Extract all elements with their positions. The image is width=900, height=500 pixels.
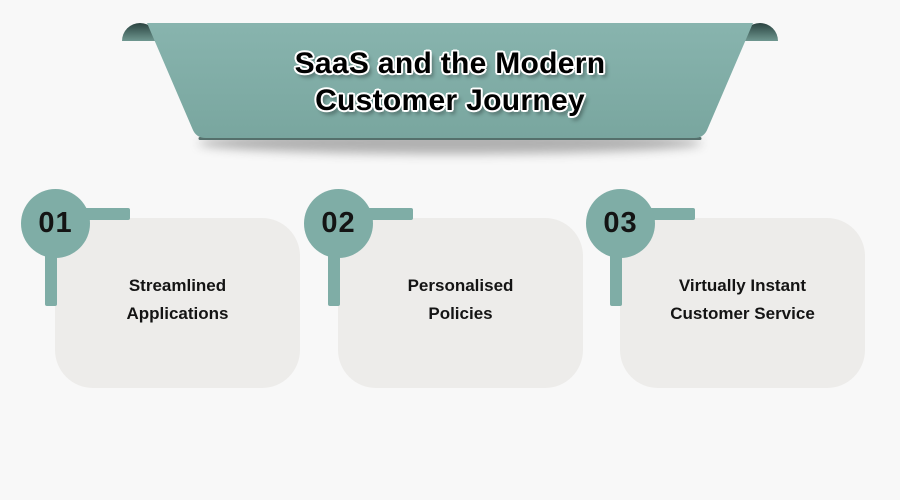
page-title-line1: SaaS and the Modern	[294, 47, 606, 80]
card-label-line1: Personalised	[407, 276, 514, 295]
connector-vertical	[45, 223, 57, 306]
page-title-line2: Customer Journey	[315, 84, 585, 117]
card-label-line2: Applications	[126, 304, 229, 323]
page-title: SaaS and the Modern Customer Journey	[150, 45, 750, 119]
card-personalised-policies: Personalised Policies	[338, 218, 583, 388]
step-number: 03	[603, 207, 638, 239]
card-label-line1: Streamlined	[128, 276, 227, 295]
step-number-badge: 01	[21, 189, 90, 258]
connector-horizontal	[55, 208, 130, 220]
ribbon-body	[147, 23, 753, 138]
card-label: Virtually Instant Customer Service	[670, 272, 815, 328]
card-virtually-instant-customer-service: Virtually Instant Customer Service	[620, 218, 865, 388]
card-label-line2: Policies	[428, 304, 493, 323]
connector-horizontal	[620, 208, 695, 220]
card-label: Personalised Policies	[408, 272, 514, 328]
connector-horizontal	[338, 208, 413, 220]
ribbon-banner	[122, 23, 778, 154]
card-label-line1: Virtually Instant	[678, 276, 807, 295]
step-number: 02	[321, 207, 356, 239]
connector-vertical	[328, 223, 340, 306]
card-label-line2: Customer Service	[670, 304, 815, 323]
step-number-badge: 03	[586, 189, 655, 258]
step-number: 01	[38, 207, 73, 239]
step-number-badge: 02	[304, 189, 373, 258]
card-label: Streamlined Applications	[126, 272, 228, 328]
connector-vertical	[610, 223, 622, 306]
card-streamlined-applications: Streamlined Applications	[55, 218, 300, 388]
